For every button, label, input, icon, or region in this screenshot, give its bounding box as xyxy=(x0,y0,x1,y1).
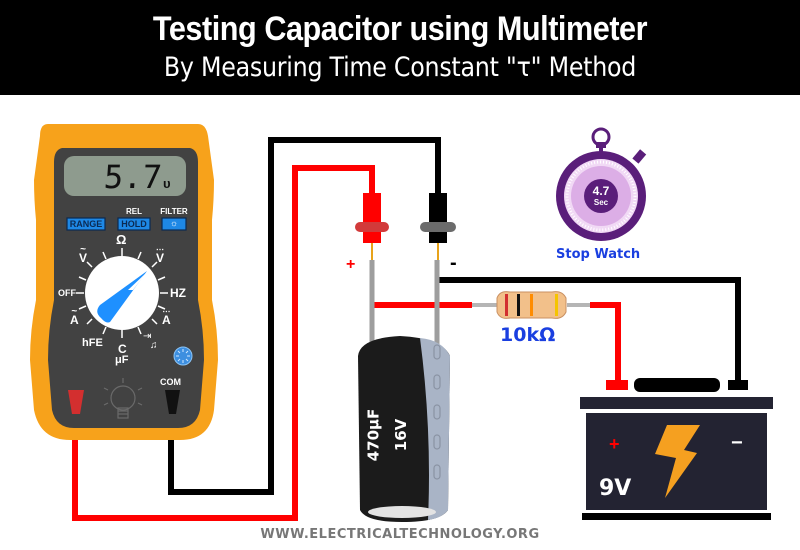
capacitor-plus-sign: + xyxy=(346,256,356,273)
capacitor-minus-sign: - xyxy=(450,252,457,274)
page-title: Testing Capacitor using Multimeter xyxy=(152,10,648,48)
filter-button-icon: ☼ xyxy=(169,218,179,228)
lcd-unit: υ xyxy=(163,176,171,191)
dial-label-ohm: Ω xyxy=(116,232,127,247)
stopwatch xyxy=(556,127,647,241)
battery-minus-sign: − xyxy=(731,432,743,454)
wire-cap-minus-battery-minus xyxy=(437,277,741,385)
capacitor-stripe-marks xyxy=(433,344,441,480)
dial-label-off: OFF xyxy=(58,288,76,298)
website-footer: WWW.ELECTRICALTECHNOLOGY.ORG xyxy=(260,527,540,542)
dial-ticks xyxy=(76,248,168,338)
rel-label: REL xyxy=(126,207,142,216)
hold-button[interactable] xyxy=(117,217,151,231)
capacitor-rating-voltage: 16V xyxy=(392,418,411,452)
dial-label-aac: ~A xyxy=(70,306,79,327)
com-port-black[interactable] xyxy=(165,390,180,414)
dc-line-icon: ⋯ xyxy=(156,245,164,254)
range-button-label: RANGE xyxy=(69,219,103,229)
lcd-display xyxy=(64,156,186,196)
stopwatch-time: 4.7 xyxy=(592,184,610,198)
dial-label-vac: ~V xyxy=(79,244,88,265)
ac-tilde-icon: ~ xyxy=(80,244,86,255)
page-subtitle: By Measuring Time Constant "τ" Method xyxy=(163,52,637,83)
dial-label-vdc: ⋯V xyxy=(156,245,165,265)
bulb-icon xyxy=(103,378,143,419)
capacitor xyxy=(358,260,450,522)
dc-line-icon: ⋯ xyxy=(162,307,171,316)
backlight-knob-ticks xyxy=(176,349,190,363)
filter-label: FILTER xyxy=(160,207,188,216)
dial-pointer-highlight xyxy=(128,273,146,290)
dial-label-hz: HZ xyxy=(170,286,186,300)
lightning-bolt-icon xyxy=(655,425,700,498)
wires xyxy=(72,137,741,521)
battery-voltage: 9V xyxy=(599,476,632,501)
ac-tilde-icon: ~ xyxy=(71,306,78,317)
wire-v-red xyxy=(72,165,375,521)
multimeter xyxy=(30,124,218,440)
diode-icon: ⇥ xyxy=(143,331,152,342)
lcd-reading: 5.7 xyxy=(102,158,164,196)
stopwatch-center xyxy=(584,179,618,213)
wire-com-black xyxy=(168,137,441,495)
capacitor-rating-capacitance: 470μF xyxy=(364,408,383,462)
battery xyxy=(580,378,773,520)
stopwatch-unit: Sec xyxy=(593,198,609,207)
v-port-red[interactable] xyxy=(68,390,84,414)
dial-label-adc: ⋯A xyxy=(162,307,171,327)
dial-label-hfe: hFE xyxy=(82,337,103,349)
resistor xyxy=(496,291,567,319)
range-button[interactable] xyxy=(66,217,106,231)
battery-plus-sign: + xyxy=(609,434,620,454)
stopwatch-label: Stop Watch xyxy=(556,247,641,262)
wire-resistor-battery-plus xyxy=(590,302,621,385)
dial-label-c: C xyxy=(118,342,127,356)
probe-red xyxy=(355,193,389,260)
dial-label-uf: μF xyxy=(115,354,129,366)
buzzer-icon: ♫ xyxy=(150,340,158,351)
hold-button-label: HOLD xyxy=(121,219,147,229)
resistor-value: 10kΩ xyxy=(500,324,556,346)
com-port-label: COM xyxy=(160,377,181,387)
probe-black xyxy=(420,193,456,260)
filter-button[interactable] xyxy=(161,217,187,231)
header-banner: Testing Capacitor using Multimeter By Me… xyxy=(0,0,800,95)
